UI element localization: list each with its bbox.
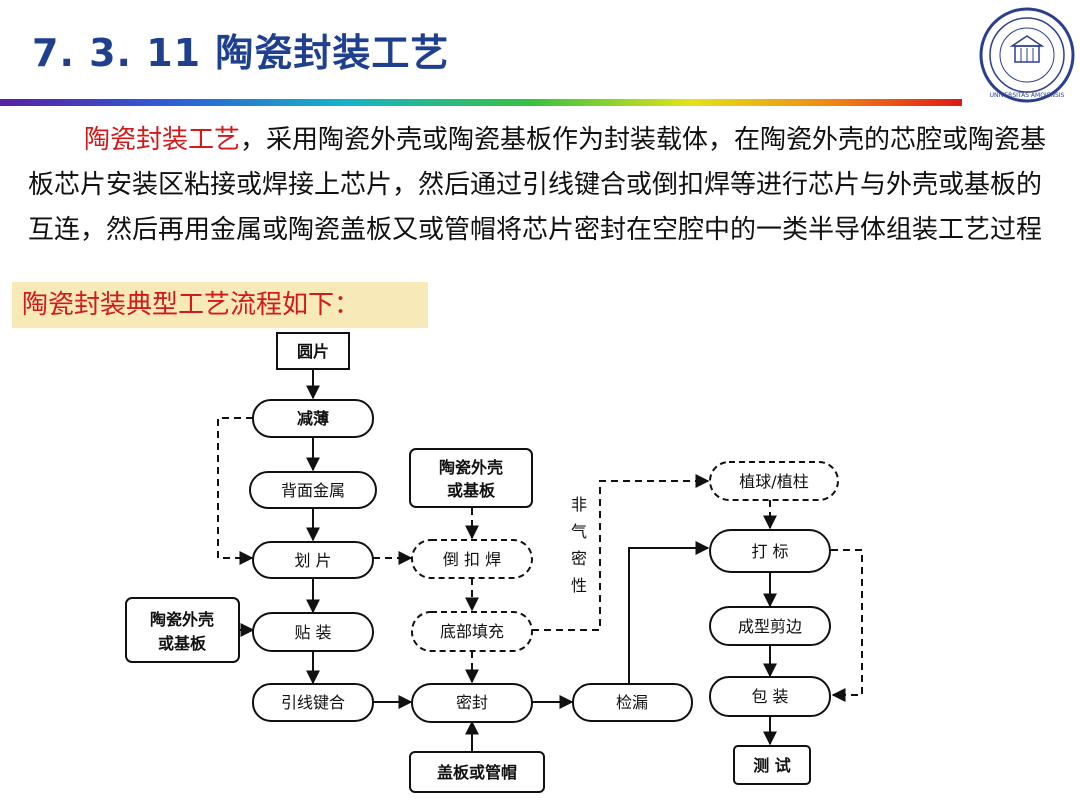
non-hermetic-label: 非 气 密 性: [571, 495, 587, 595]
page-title: 7. 3. 11 陶瓷封装工艺: [32, 31, 450, 75]
svg-text:非: 非: [571, 495, 587, 514]
title-divider: [0, 99, 962, 106]
svg-text:陶瓷外壳: 陶瓷外壳: [150, 610, 214, 629]
node-test: 测 试: [733, 745, 811, 785]
node-wafer: 圆片: [276, 332, 350, 370]
node-trim-form: 成型剪边: [709, 606, 831, 646]
node-leak-test: 检漏: [572, 683, 693, 722]
svg-text:引线键合: 引线键合: [281, 693, 345, 712]
svg-text:检漏: 检漏: [616, 693, 648, 712]
svg-text:成型剪边: 成型剪边: [738, 617, 802, 636]
intro-highlight: 陶瓷封装工艺: [84, 125, 241, 155]
svg-text:底部填充: 底部填充: [440, 622, 504, 641]
node-mount: 贴 装: [252, 612, 374, 652]
svg-text:测 试: 测 试: [753, 756, 791, 775]
svg-text:密: 密: [571, 549, 587, 568]
node-wire-bond: 引线键合: [252, 683, 374, 722]
svg-text:性: 性: [571, 576, 587, 595]
node-underfill: 底部填充: [411, 611, 533, 652]
svg-text:背面金属: 背面金属: [281, 481, 345, 500]
svg-text:打 标: 打 标: [751, 542, 788, 561]
node-marking: 打 标: [709, 529, 831, 573]
node-flip-chip: 倒 扣 焊: [411, 539, 533, 579]
node-shell-mid: 陶瓷外壳 或基板: [409, 448, 533, 508]
svg-text:气: 气: [571, 522, 587, 541]
svg-text:贴 装: 贴 装: [294, 623, 331, 642]
node-shell-left: 陶瓷外壳 或基板: [125, 597, 240, 663]
node-dicing: 划 片: [252, 541, 374, 579]
svg-text:密封: 密封: [456, 693, 488, 712]
svg-text:或基板: 或基板: [447, 481, 496, 500]
svg-text:圆片: 圆片: [297, 342, 329, 361]
node-seal: 密封: [411, 683, 533, 723]
svg-text:陶瓷外壳: 陶瓷外壳: [439, 458, 503, 477]
svg-text:或基板: 或基板: [158, 634, 207, 653]
node-packing: 包 装: [709, 676, 831, 717]
svg-text:划 片: 划 片: [294, 551, 331, 570]
node-lid: 盖板或管帽: [409, 751, 545, 793]
node-back-metal: 背面金属: [249, 471, 377, 509]
intro-body: ，采用陶瓷外壳或陶瓷基板作为封装载体，在陶瓷外壳的芯腔或陶瓷基板芯片安装区粘接或…: [28, 125, 1047, 245]
svg-text:减薄: 减薄: [297, 409, 329, 428]
dashed-connectors: [217, 417, 863, 702]
svg-text:植球/植柱: 植球/植柱: [739, 472, 808, 491]
university-seal-logo: UNIVERSITAS AMOIENSIS: [979, 7, 1075, 103]
svg-text:包 装: 包 装: [751, 687, 788, 706]
flow-title: 陶瓷封装典型工艺流程如下：: [12, 282, 428, 328]
solid-connectors: [239, 369, 777, 752]
intro-text: 陶瓷封装工艺，采用陶瓷外壳或陶瓷基板作为封装载体，在陶瓷外壳的芯腔或陶瓷基板芯片…: [28, 118, 1058, 253]
logo-text: UNIVERSITAS AMOIENSIS: [990, 92, 1065, 99]
svg-text:盖板或管帽: 盖板或管帽: [437, 763, 517, 782]
node-ball-attach: 植球/植柱: [709, 461, 839, 501]
node-thinning: 减薄: [252, 399, 374, 438]
svg-text:倒 扣 焊: 倒 扣 焊: [443, 550, 501, 569]
